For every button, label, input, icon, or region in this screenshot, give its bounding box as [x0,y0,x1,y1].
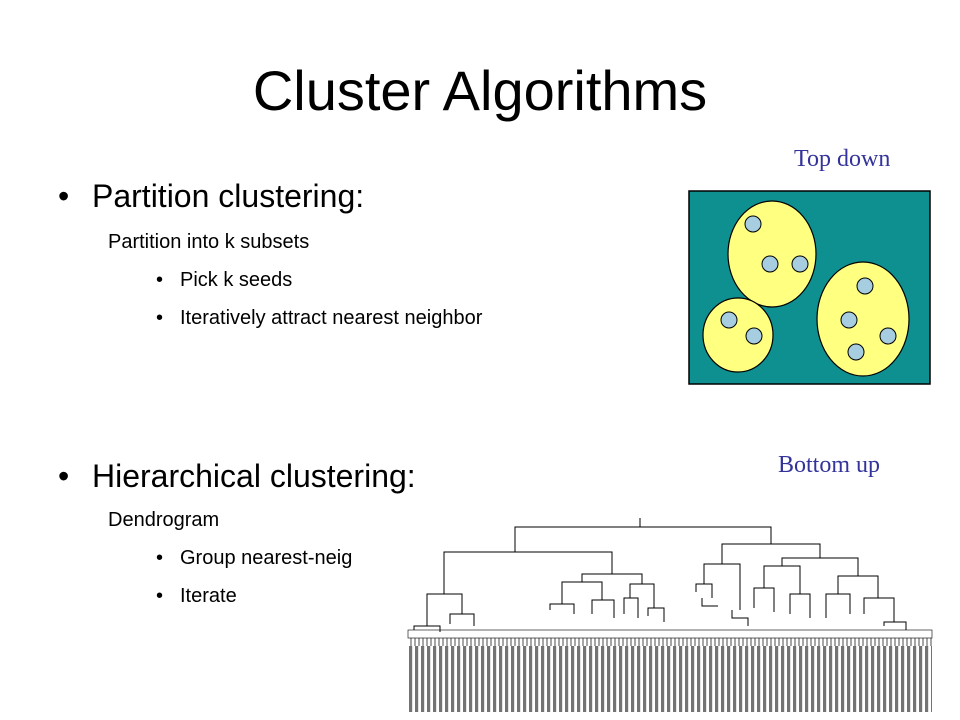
dendrogram-branch [426,593,463,626]
hierarchical-heading: Hierarchical clustering: [92,458,416,494]
bullet-dot: • [156,307,164,329]
data-point [856,277,874,295]
bullet-dot: • [58,178,70,214]
dendrogram-branch [701,598,718,607]
dendrogram-branch [581,573,643,584]
data-point [791,255,809,273]
dendrogram-branch [731,610,749,626]
dendrogram-branch [443,551,613,594]
dendrogram-branch [753,587,775,612]
data-point [879,327,897,345]
dendrogram-branch [623,597,639,618]
data-point [840,311,858,329]
dendrogram-leaf-labels [408,646,932,712]
bullet-dot: • [58,458,70,494]
partition-figure [688,190,931,385]
dendrogram-branch [629,583,655,608]
cluster-ellipse [702,297,774,373]
dendrogram-branch [647,607,665,622]
dendrogram-branch [514,526,772,552]
cluster-ellipse [727,200,817,308]
data-point [720,311,738,329]
hierarchical-subtitle: Dendrogram [108,509,220,531]
dendrogram-branch [695,583,713,598]
dendrogram-branch [721,543,821,564]
hierarchical-item-label: Iterate [180,585,237,607]
data-point [761,255,779,273]
partition-subtitle: Partition into k subsets [108,231,310,253]
data-point [744,215,762,233]
dendrogram-branch [549,603,575,614]
bottom-up-label: Bottom up [778,452,881,478]
hierarchical-item: • Iterate [156,583,237,609]
dendrogram-branch [763,565,801,594]
data-point [745,327,763,345]
cluster-ellipse [816,261,910,377]
dendrogram-branch [789,593,811,618]
dendrogram-figure [407,518,933,712]
dendrogram-branch [837,575,879,598]
partition-item-label: Iteratively attract nearest neighbor [180,307,483,329]
partition-item: • Pick k seeds [156,267,292,293]
bullet-hierarchical-clustering: • Hierarchical clustering: [58,456,416,496]
dendrogram-branch [561,581,603,604]
bullet-partition-clustering: • Partition clustering: [58,176,364,216]
top-down-label: Top down [794,146,891,172]
dendrogram-branch [449,613,475,626]
dendrogram-branch [883,621,907,630]
dendrogram-branch [591,599,615,618]
bullet-dot: • [156,585,164,607]
hierarchical-item-label: Group nearest-neig [180,547,353,569]
partition-item: • Iteratively attract nearest neighbor [156,305,482,331]
partition-item-label: Pick k seeds [180,269,293,291]
bullet-dot: • [156,547,164,569]
dendrogram-leaf-links [407,629,933,639]
dendrogram-branch [781,557,859,576]
dendrogram-branch [825,593,851,618]
partition-heading: Partition clustering: [92,178,365,214]
hierarchical-item: • Group nearest-neig [156,545,352,571]
bullet-dot: • [156,269,164,291]
dendrogram-branch [863,597,895,622]
dendrogram-branch [413,625,441,632]
slide-title: Cluster Algorithms [252,59,708,122]
data-point [847,343,865,361]
dendrogram-branch [703,563,741,610]
dendrogram-leaves [408,638,932,646]
